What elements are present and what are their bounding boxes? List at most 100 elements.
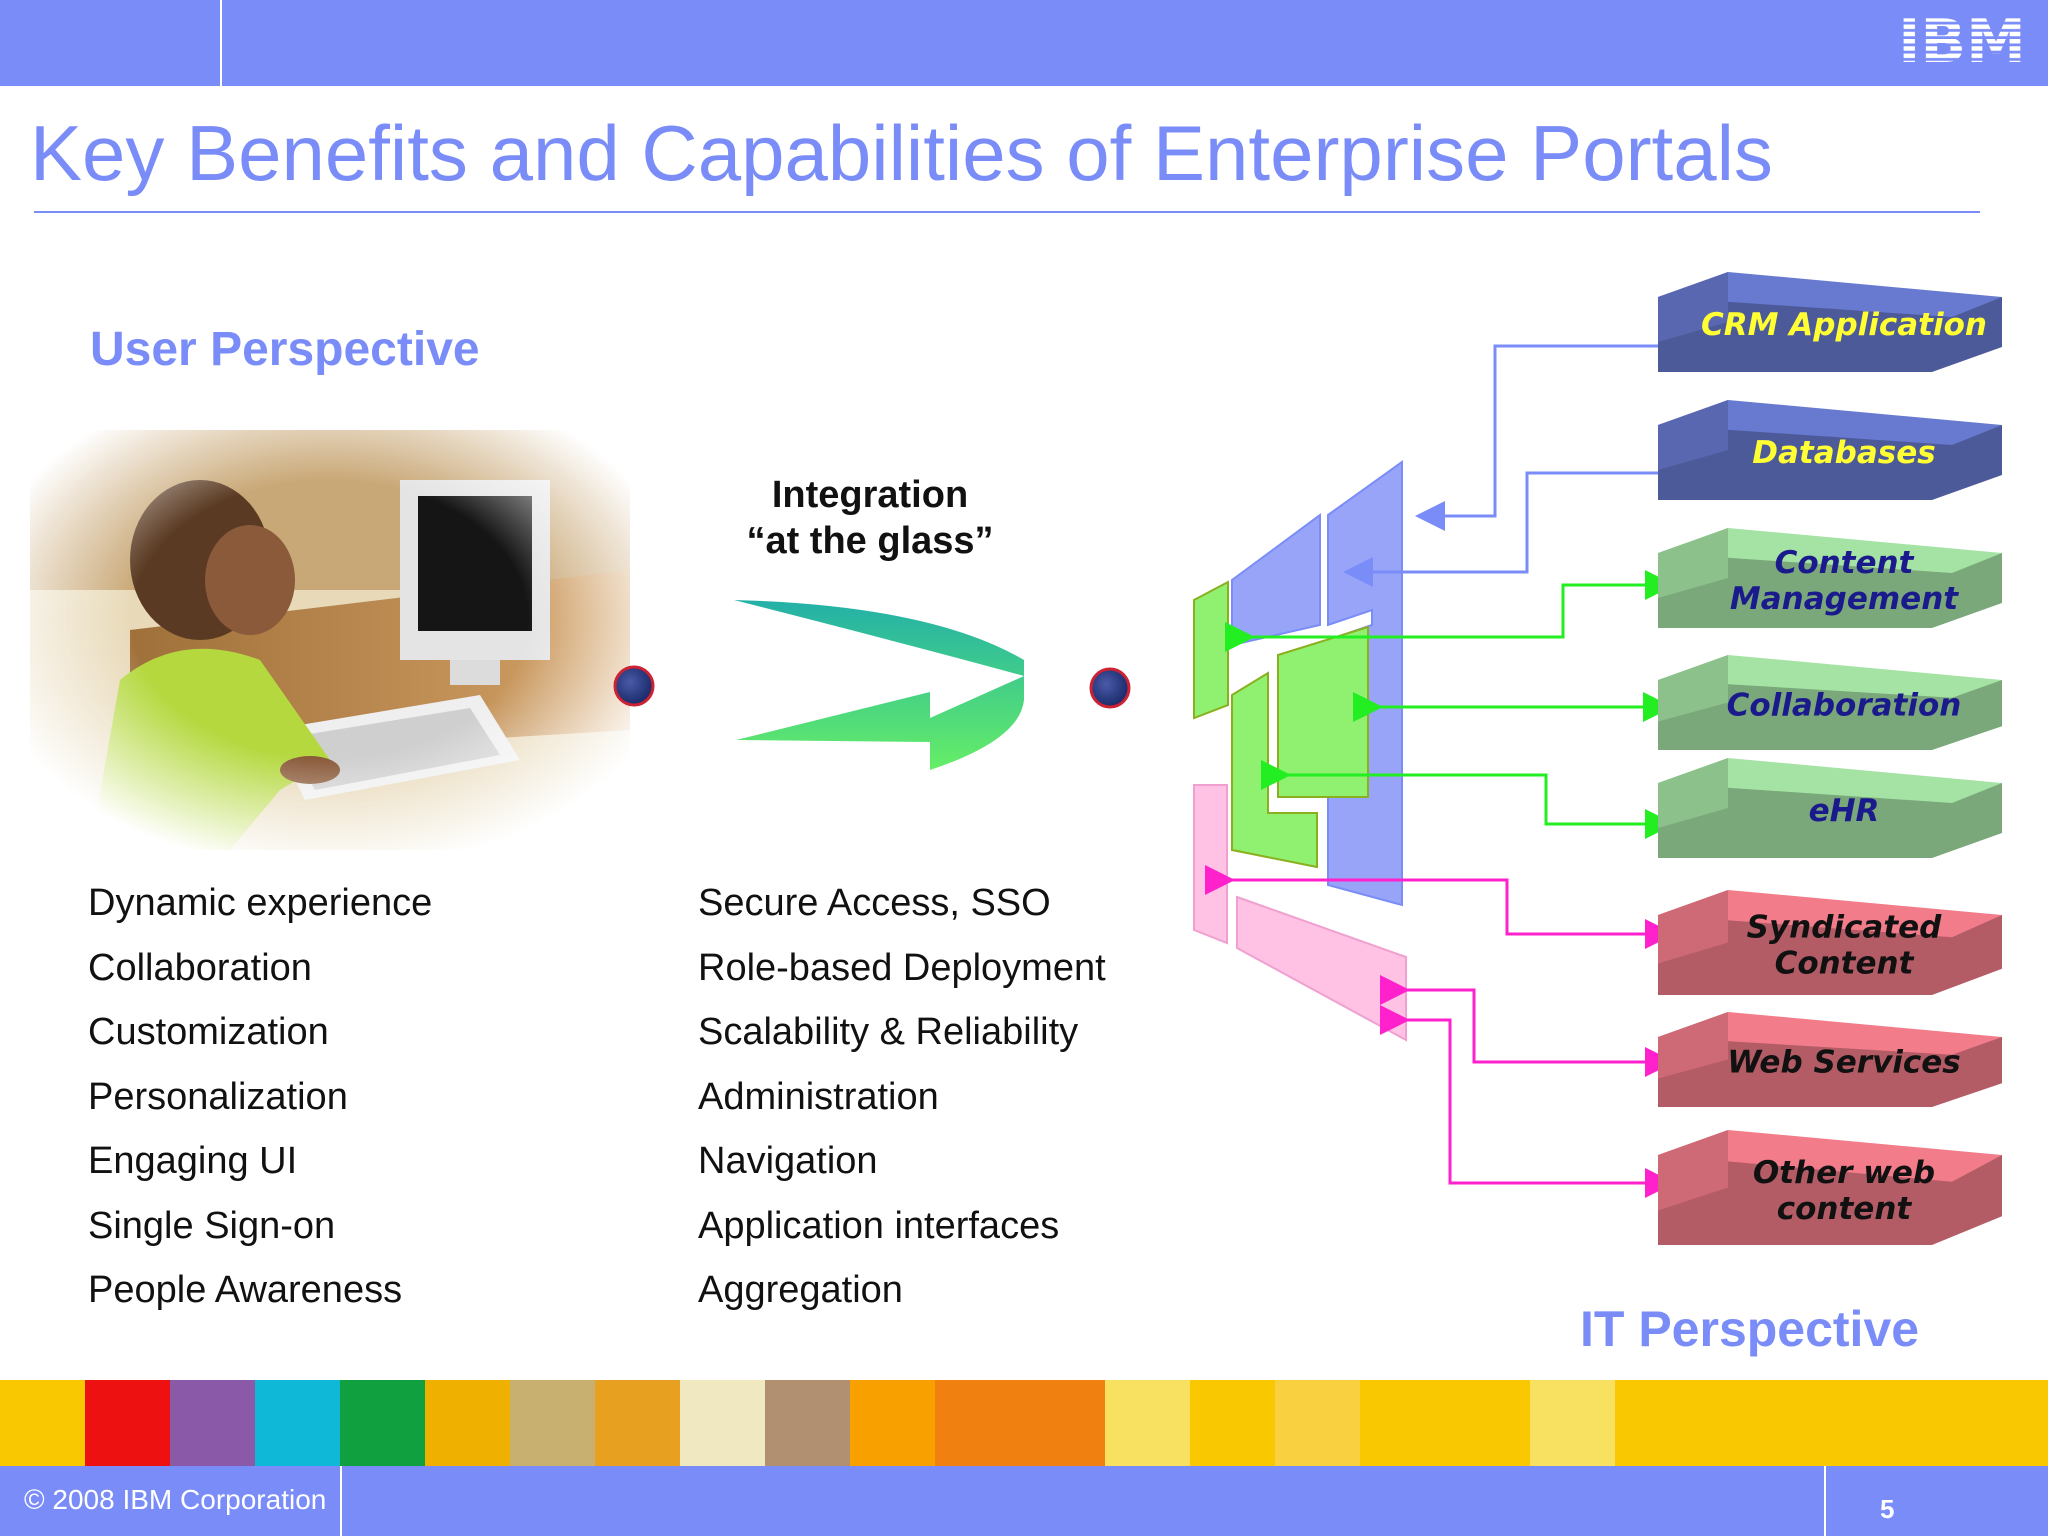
block-label: Collaboration [1727,687,1962,723]
strip-microscope-tile [510,1380,595,1466]
top-bar-divider [220,0,222,86]
strip-dots-tile [595,1380,680,1466]
list-item: Aggregation [698,1269,903,1311]
it-perspective-heading: IT Perspective [1580,1301,1920,1357]
strip-yellow-tile [1105,1380,1190,1466]
block-front-face [1658,297,2002,372]
block-side-face [1658,272,1728,342]
block-label: CRM Application [1701,307,1987,343]
block-top-face [1658,528,2002,573]
block-top-face [1658,1012,2002,1055]
it-architecture-diagram: CRM ApplicationDatabasesContentManagemen… [1193,272,2002,1245]
block-side-face [1658,400,1728,470]
block-top-face [1658,655,2002,698]
footer-bar: © 2008 IBM Corporation 5 [0,1466,2048,1536]
list-item: Collaboration [88,946,312,989]
integration-label: Integration “at the glass” [700,472,1040,564]
block-side-face [1658,758,1728,828]
portal-pane-pink-left [1193,784,1228,945]
page-title: Key Benefits and Capabilities of Enterpr… [30,109,1773,197]
block-label: Other web [1753,1155,1935,1191]
block-label: Content [1775,545,1915,581]
connector-syndicated [1205,865,1675,949]
it-block-databases: Databases [1658,400,2002,500]
footer-image-strip [0,1380,2048,1466]
block-front-face [1658,783,2002,858]
connector-web-services [1380,975,1675,1077]
portal-pane-pink-right [1236,895,1407,1042]
portal-pane-blue-left [1231,513,1321,647]
strip-grid-tile [1275,1380,1360,1466]
block-top-face [1658,758,2002,803]
block-front-face [1658,915,2002,995]
top-bar: IBM [0,0,2048,86]
block-label: Databases [1752,435,1935,471]
block-side-face [1658,1130,1728,1211]
integration-line-2: “at the glass” [746,520,994,562]
list-item: Navigation [698,1140,878,1182]
list-item: Secure Access, SSO [698,882,1051,924]
list-item: Dynamic experience [88,882,433,924]
block-front-face [1658,553,2002,628]
left-connector-dot [613,665,655,707]
strip-light-tile [680,1380,765,1466]
connector-ehr [1261,760,1675,839]
block-front-face [1658,425,2002,500]
portal-pane-green-right [1277,625,1369,798]
block-label: content [1777,1191,1913,1227]
strip-flower-tile [425,1380,510,1466]
connector-content-management [1225,570,1675,652]
list-item: Engaging UI [88,1140,298,1182]
block-front-face [1658,680,2002,750]
block-label: eHR [1809,793,1880,829]
strip-purple-tile [170,1380,255,1466]
block-top-face [1658,1130,2002,1182]
strip-orange-tile [850,1380,935,1466]
block-top-face [1658,272,2002,317]
page-number: 5 [1880,1494,1895,1524]
strip-figures-tile [935,1380,1105,1466]
block-label: Web Services [1727,1044,1961,1080]
list-item: Role-based Deployment [698,946,1106,989]
block-label: Management [1730,581,1959,617]
list-item: Customization [88,1011,329,1053]
ibm-logo-text: IBM [1898,10,2026,68]
list-item: People Awareness [88,1269,403,1311]
block-label: Syndicated [1747,910,1943,946]
title-rule [34,211,1980,213]
block-side-face [1658,528,1728,598]
curved-arrow [734,600,1024,770]
list-item: Single Sign-on [88,1204,336,1247]
block-top-face [1658,890,2002,938]
portal-pane-green-small [1193,580,1229,720]
connector-other-web [1380,1005,1675,1198]
list-item: Application interfaces [698,1204,1060,1247]
block-side-face [1658,890,1728,964]
integration-capabilities-list: Secure Access, SSO Role-based Deployment… [698,871,1106,1323]
it-blocks: CRM ApplicationDatabasesContentManagemen… [1658,272,2002,1245]
strip-pale-tile [1530,1380,1615,1466]
user-benefits-list: Dynamic experience Collaboration Customi… [88,871,432,1323]
connector-crm [1415,344,1658,531]
it-block-collaboration: Collaboration [1658,655,2002,750]
block-top-face [1658,400,2002,445]
block-front-face [1658,1037,2002,1107]
it-block-ehr: eHR [1658,758,2002,858]
list-item: Administration [698,1075,939,1118]
ibm-logo: IBM [1898,10,2026,68]
strip-person-tile [765,1380,850,1466]
integration-line-1: Integration [771,474,969,516]
user-at-computer-photo [30,430,630,850]
right-connector-dot [1089,667,1131,709]
strip-red-tile [85,1380,170,1466]
list-item: Personalization [88,1075,348,1118]
block-label: Content [1775,946,1915,982]
copyright-text: © 2008 IBM Corporation [24,1484,327,1515]
strip-green-tile [340,1380,425,1466]
user-perspective-heading: User Perspective [90,323,480,376]
footer-divider [340,1466,342,1536]
it-block-web-services: Web Services [1658,1012,2002,1107]
